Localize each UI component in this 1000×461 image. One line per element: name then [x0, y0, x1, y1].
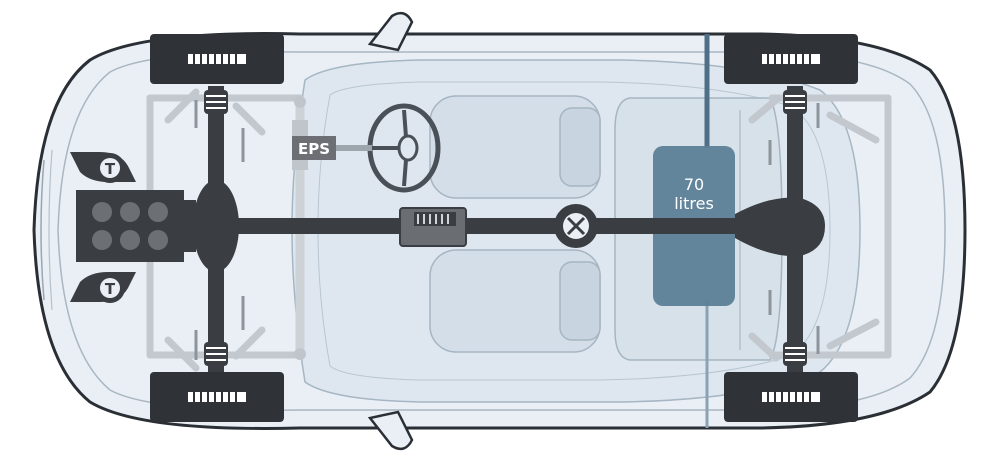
turbocharger-icon: T: [70, 152, 136, 183]
coil-springs: [204, 90, 807, 366]
front-right-wheel: [150, 372, 284, 422]
drivetrain: [186, 86, 825, 372]
rear-axle: [787, 86, 803, 372]
center-differential-icon: [554, 204, 598, 248]
turbo-rear-label: T: [105, 280, 116, 298]
rear-right-wheel: [724, 372, 858, 422]
turbo-front-label: T: [105, 160, 116, 178]
fuel-capacity-value: 70: [684, 175, 704, 194]
eps-label-text: EPS: [298, 140, 330, 158]
turbocharger-icon: T: [70, 272, 136, 303]
fuel-capacity-unit: litres: [674, 194, 714, 213]
drive-shaft: [186, 218, 806, 234]
rear-left-wheel: [724, 34, 858, 84]
eps-label: EPS: [292, 136, 336, 160]
six-cylinder-engine-icon: [76, 190, 196, 262]
front-left-wheel: [150, 34, 284, 84]
steering-wheel-icon: [335, 103, 441, 193]
suspension-bolts: [194, 100, 820, 360]
